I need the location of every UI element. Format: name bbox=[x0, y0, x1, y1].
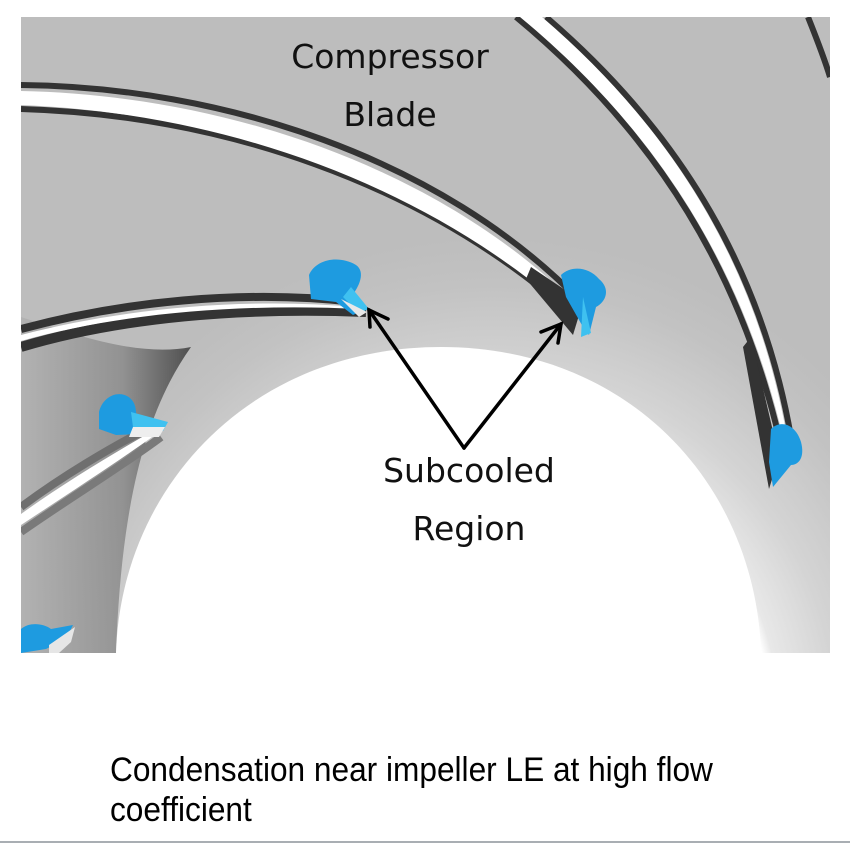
blade-center bbox=[21, 292, 367, 352]
subcooled-region-label-line1: Subcooled bbox=[383, 451, 555, 490]
impeller-render: Compressor Blade Subcooled Region bbox=[21, 17, 830, 653]
compressor-blade-label: Compressor Blade bbox=[270, 28, 510, 144]
subcooled-region-label-line2: Region bbox=[412, 509, 526, 548]
bottom-divider bbox=[0, 841, 850, 843]
compressor-blade-label-line1: Compressor bbox=[291, 37, 489, 76]
condensate-spot-center bbox=[309, 259, 369, 317]
blade-far-right-edge bbox=[805, 17, 830, 78]
compressor-blade-label-line2: Blade bbox=[343, 95, 437, 134]
arrow-to-center-spot bbox=[367, 308, 466, 450]
figure-caption: Condensation near impeller LE at high fl… bbox=[110, 751, 713, 829]
arrowhead-right bbox=[539, 321, 564, 345]
arrowhead-center bbox=[367, 307, 390, 329]
condensate-spot-right bbox=[769, 424, 803, 487]
annotation-arrows bbox=[367, 307, 564, 450]
bore-shadow bbox=[21, 317, 191, 653]
condensate-spot-left bbox=[99, 394, 168, 437]
arrow-to-right-spot bbox=[462, 322, 563, 450]
condensate-spot-lower-left bbox=[21, 624, 75, 653]
impeller-render-svg bbox=[21, 17, 830, 653]
blade-upper bbox=[21, 82, 584, 335]
condensate-spot-upper-right bbox=[561, 268, 607, 337]
inner-bore bbox=[116, 347, 761, 653]
subcooled-region-label: Subcooled Region bbox=[354, 442, 584, 558]
